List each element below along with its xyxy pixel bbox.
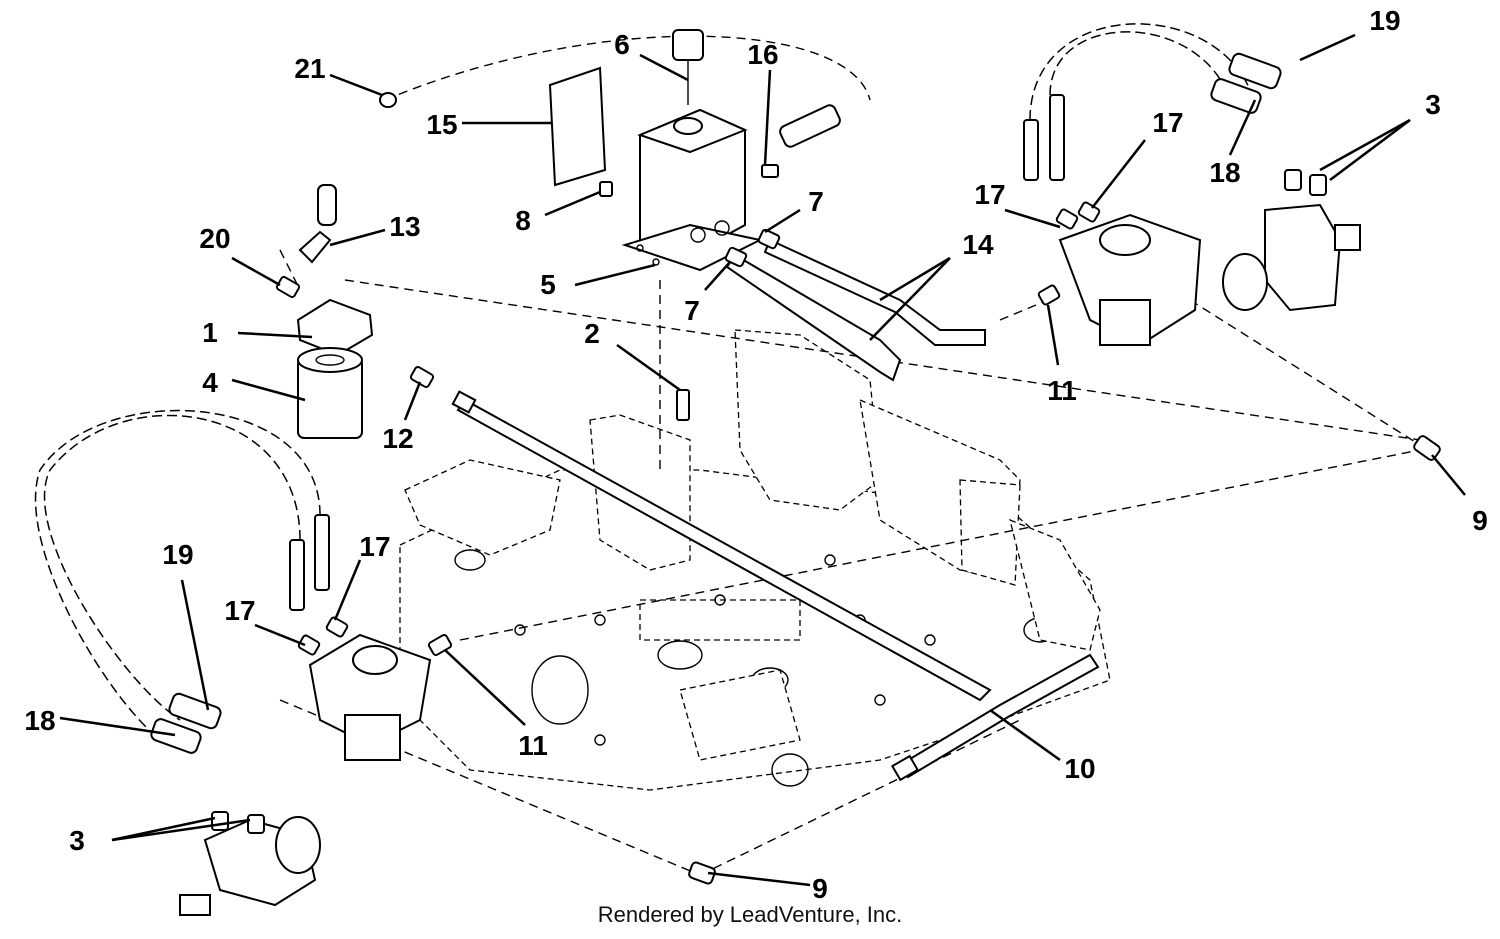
callout-3-left: 3: [69, 825, 85, 856]
callout-8: 8: [515, 205, 531, 236]
callout-18-right: 18: [1209, 157, 1240, 188]
callout-18-left: 18: [24, 705, 55, 736]
callout-9-right: 9: [1472, 505, 1488, 536]
callout-9-bottom: 9: [812, 873, 828, 904]
oil-reservoir: [621, 29, 763, 272]
callout-12: 12: [382, 423, 413, 454]
callout-13: 13: [389, 211, 420, 242]
chassis-frame: [399, 329, 1111, 791]
callout-20: 20: [199, 223, 230, 254]
decal: [548, 66, 607, 187]
tube-assemblies: [451, 238, 1100, 782]
callout-17-right-upper: 17: [1152, 107, 1183, 138]
oil-filter: [296, 298, 374, 439]
fittings: [211, 92, 1441, 885]
callout-17-right-lower: 17: [974, 179, 1005, 210]
callout-21: 21: [294, 53, 325, 84]
callout-7-lower: 7: [684, 295, 700, 326]
callout-11-right: 11: [1047, 375, 1077, 406]
leader-lines: [59, 33, 1466, 887]
callout-17-left-upper: 17: [359, 531, 390, 562]
callout-19-right: 19: [1369, 5, 1400, 36]
footer-credit: Rendered by LeadVenture, Inc.: [597, 902, 903, 927]
wheel-motor-left: [179, 816, 321, 916]
callout-10: 10: [1064, 753, 1095, 784]
callout-14: 14: [962, 229, 994, 260]
callout-1: 1: [202, 317, 218, 348]
callout-5: 5: [540, 269, 556, 300]
callout-19-left: 19: [162, 539, 193, 570]
hydraulic-pump-right: [1058, 213, 1202, 347]
callout-17-left-lower: 17: [224, 595, 255, 626]
wheel-motor-right: [1222, 203, 1361, 312]
callout-4: 4: [202, 367, 218, 398]
hydraulic-pump-left: [308, 633, 432, 761]
callout-7-upper: 7: [808, 186, 824, 217]
callout-16: 16: [747, 39, 778, 70]
callout-11-left: 11: [518, 730, 548, 761]
callout-2: 2: [584, 318, 600, 349]
callout-6: 6: [614, 29, 630, 60]
hose-fittings: [150, 52, 1282, 754]
callout-labels: 1 2 3 3 4 5 6 7 7 8 9 9 10 11 11 12 13 1…: [24, 5, 1487, 904]
callout-15: 15: [426, 109, 457, 140]
callout-3-right: 3: [1425, 89, 1441, 120]
